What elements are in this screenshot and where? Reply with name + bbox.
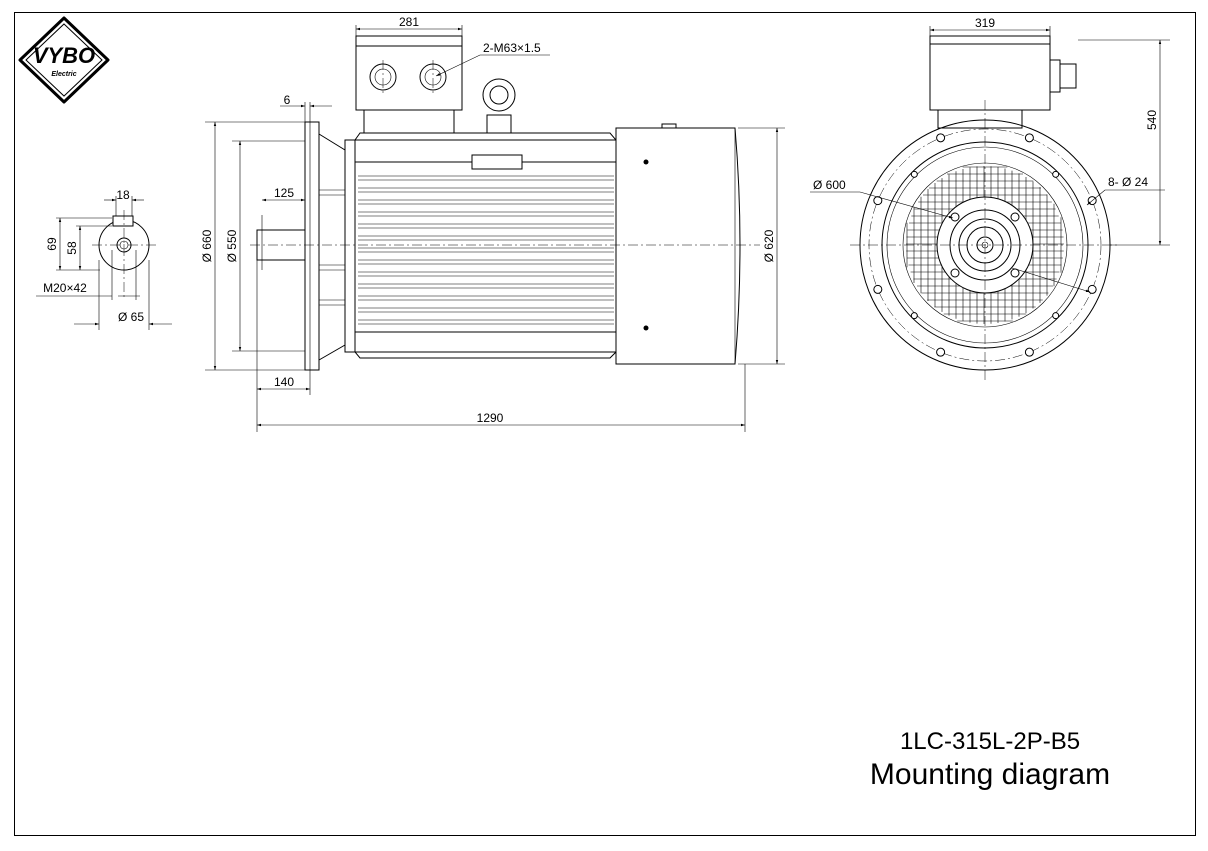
side-view: 281 2-M63×1.5 6 125 Ø 660 Ø 550 Ø 620 14… — [200, 15, 785, 432]
key-height-label: 58 — [65, 241, 79, 255]
logo-brand: VYBO — [33, 43, 95, 68]
bolt-hole — [936, 133, 946, 143]
logo-tagline: Electric — [51, 71, 76, 78]
grille-screw — [910, 312, 918, 320]
grille-screw — [910, 170, 918, 178]
pitch-circle-label: Ø 600 — [813, 178, 846, 192]
bolt-hole — [936, 347, 946, 357]
key-height-total-label: 69 — [45, 237, 59, 251]
end-terminal-box-width-label: 319 — [975, 16, 995, 30]
drawing-title: Mounting diagram — [869, 758, 1111, 791]
bolt-hole — [1024, 133, 1034, 143]
spigot-diameter-label: Ø 550 — [225, 229, 239, 262]
drawing-frame — [14, 12, 1196, 836]
shaft-length-label: 125 — [274, 186, 294, 200]
bolt-holes-label: 8- Ø 24 — [1108, 175, 1148, 189]
shaft-height-label: 540 — [1145, 110, 1159, 130]
overall-length-label: 1290 — [477, 411, 504, 425]
flange-bolt-holes — [873, 133, 1097, 357]
grille-screw — [1052, 312, 1060, 320]
model-number: 1LC-315L-2P-B5 — [899, 728, 1081, 755]
end-view: 319 540 Ø 600 8- Ø 24 — [810, 16, 1170, 380]
shaft-end-view: 18 69 58 M20×42 Ø 65 — [36, 188, 172, 330]
cable-gland-label: 2-M63×1.5 — [483, 41, 541, 55]
bolt-hole — [873, 196, 883, 206]
terminal-box-width-label: 281 — [399, 15, 419, 29]
vybo-logo: VYBO Electric — [18, 16, 110, 104]
keyway-width-label: 18 — [116, 188, 130, 202]
title-block: 1LC-315L-2P-B5 Mounting diagram — [830, 727, 1150, 793]
grille-screw — [1052, 170, 1060, 178]
thread-label: M20×42 — [43, 281, 87, 295]
housing-diameter-label: Ø 620 — [762, 229, 776, 262]
flange-thickness-label: 6 — [284, 93, 291, 107]
bolt-hole — [1024, 347, 1034, 357]
bolt-hole — [873, 284, 883, 294]
flange-offset-label: 140 — [274, 375, 294, 389]
flange-diameter-label: Ø 660 — [200, 229, 214, 262]
shaft-diameter-label: Ø 65 — [118, 310, 144, 324]
bolt-hole — [1087, 284, 1097, 294]
